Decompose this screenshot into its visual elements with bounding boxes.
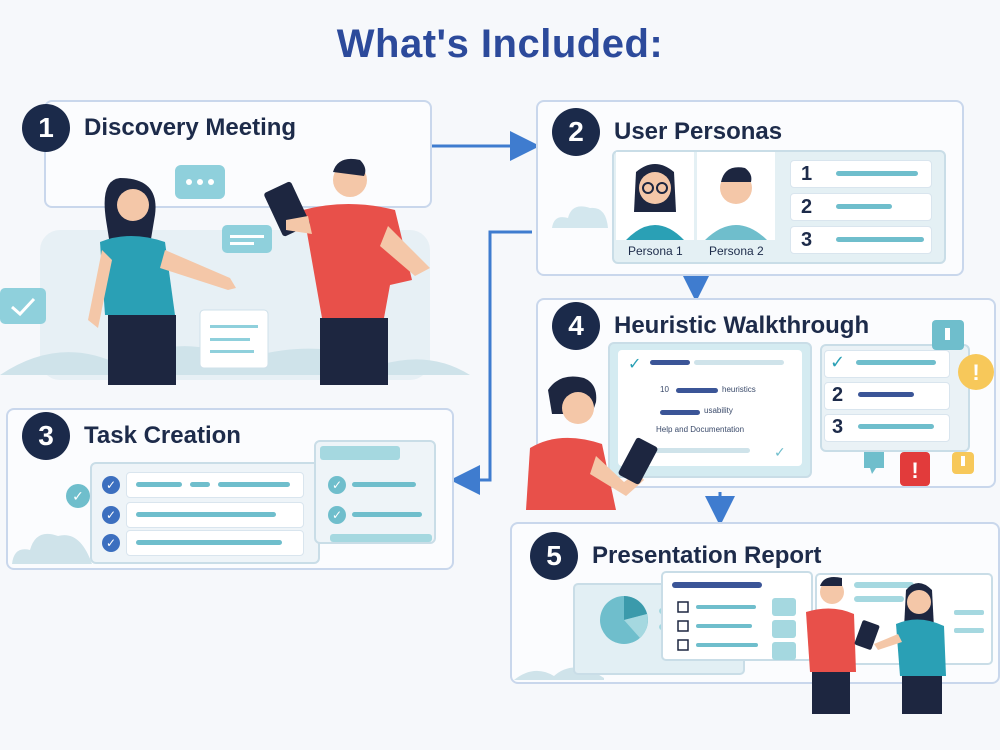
monitor-bar <box>650 360 690 365</box>
persona-2-label: Persona 2 <box>709 244 764 258</box>
step-4-label: Heuristic Walkthrough <box>614 312 870 339</box>
checkmark-icon: ✓ <box>774 444 786 460</box>
monitor-bar <box>650 448 750 453</box>
warning-icon <box>958 354 994 390</box>
cloud-decoration <box>12 533 92 564</box>
step-3-label: Task Creation <box>84 422 241 449</box>
step-1-header: 1 Discovery Meeting <box>22 104 296 152</box>
arrow-2-to-3 <box>450 230 532 495</box>
reviewer-figure <box>526 376 658 510</box>
heuristic-line-text: usability <box>704 406 733 415</box>
tablet-icon <box>854 620 880 650</box>
step-2-header: 2 User Personas <box>552 108 782 156</box>
chat-bubble-icon-2 <box>222 225 272 253</box>
alert-icon <box>900 452 930 486</box>
cloud-decoration <box>552 206 608 228</box>
persona-1-label: Persona 1 <box>628 244 683 258</box>
task-bar <box>136 482 182 487</box>
heuristic-list-number: 3 <box>832 416 844 438</box>
heuristic-list-bar <box>856 360 936 365</box>
persona-list-number: 2 <box>801 196 813 218</box>
side-checklist-header <box>320 446 400 460</box>
heuristic-line-text: Help and Documentation <box>656 425 745 434</box>
checkmark-icon: ✓ <box>328 506 346 524</box>
heuristic-line-text: heuristics <box>722 385 756 394</box>
side-checklist-bar <box>352 512 422 517</box>
task-bar <box>136 512 276 517</box>
heuristic-list-number: 2 <box>832 384 844 406</box>
side-checklist-footer <box>330 534 432 542</box>
tablet-icon <box>618 437 658 485</box>
checkmark-icon: ✓ <box>66 484 90 508</box>
checkmark-icon: ✓ <box>328 476 346 494</box>
step-5-number: 5 <box>530 532 578 580</box>
monitor-bar <box>676 388 718 393</box>
persona-list-row <box>790 193 932 221</box>
persona-2-avatar <box>697 152 775 240</box>
heuristic-line-number: 10 <box>660 385 669 394</box>
persona-list-bar <box>836 204 892 209</box>
checkmark-icon: ✓ <box>102 534 120 552</box>
check-tile-icon <box>772 642 796 660</box>
checkmark-icon: ✓ <box>830 352 846 372</box>
step-4-header: 4 Heuristic Walkthrough <box>552 302 869 350</box>
side-checklist-bar <box>352 482 416 487</box>
check-tile-icon <box>772 620 796 638</box>
persona-list-bar <box>836 237 924 242</box>
task-bar <box>218 482 290 487</box>
alert-icon-glyph: ! <box>911 458 918 483</box>
persona-list-number: 3 <box>801 229 813 251</box>
heuristic-list-bar <box>858 424 934 429</box>
task-bar <box>190 482 210 487</box>
report-illustration <box>514 571 993 714</box>
step-4-number: 4 <box>552 302 600 350</box>
step-2-label: User Personas <box>614 118 783 145</box>
step-5-header: 5 Presentation Report <box>530 532 821 580</box>
persona-1-avatar <box>616 152 694 240</box>
task-bar <box>136 540 282 545</box>
persona-list-bar <box>836 171 918 176</box>
check-card-icon <box>0 288 46 324</box>
step-5-label: Presentation Report <box>592 542 822 569</box>
step-1-label: Discovery Meeting <box>84 114 297 141</box>
step-3-number: 3 <box>22 412 70 460</box>
heuristic-list-bar <box>858 392 914 397</box>
monitor-bar <box>660 410 700 415</box>
checkmark-icon: ✓ <box>102 506 120 524</box>
woman-figure <box>88 178 236 385</box>
svg-text:!: ! <box>972 360 979 385</box>
presenter-man-figure <box>806 577 880 714</box>
checkmark-icon: ✓ <box>628 356 642 373</box>
page-title: What's Included: <box>336 22 664 66</box>
discovery-meeting-illustration <box>0 158 470 385</box>
check-tile-icon <box>772 598 796 616</box>
notification-icons: ! ! <box>864 320 994 486</box>
step-3-header: 3 Task Creation <box>22 412 241 460</box>
presenter-woman-figure <box>874 583 946 714</box>
heart-badge-icon <box>864 452 884 474</box>
monitor-bar <box>694 360 784 365</box>
persona-list-number: 1 <box>801 163 813 185</box>
step-1-number: 1 <box>22 104 70 152</box>
checkmark-icon: ✓ <box>102 476 120 494</box>
man-figure <box>264 158 430 385</box>
step-2-number: 2 <box>552 108 600 156</box>
